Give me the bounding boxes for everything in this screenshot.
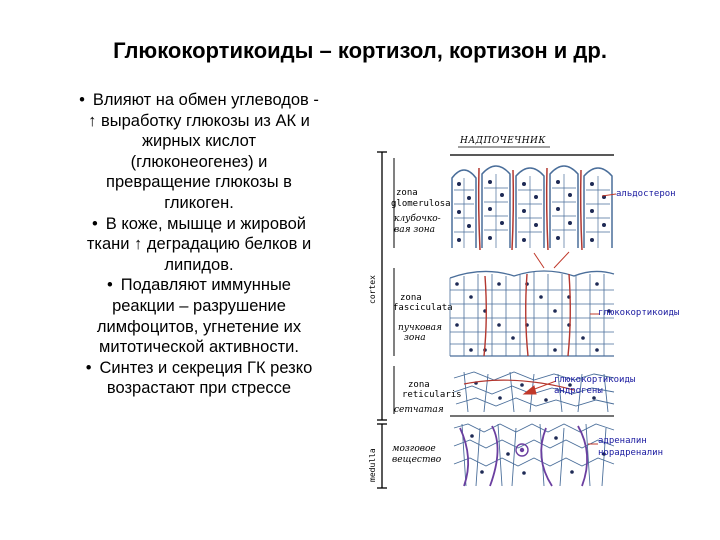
bullet-list: • Влияют на обмен углеводов - ↑ выработку… <box>40 90 358 399</box>
hormone-label: андрогены <box>554 386 603 396</box>
zone-latin: мозговое <box>392 444 436 454</box>
zone-latin: reticularis <box>402 390 462 400</box>
glomerulosa-tissue <box>451 165 613 248</box>
medulla-tissue <box>453 423 615 487</box>
cortex-bracket: cortex <box>368 151 395 421</box>
hormone-label: норадреналин <box>598 448 663 458</box>
hormone-pointers <box>522 193 617 445</box>
adrenal-diagram: НАДПОЧЕЧНИК cortex medulla zona glomerul… <box>368 136 679 489</box>
hormone-label: глюкокортикоиды <box>598 308 679 318</box>
bullet-line: Подавляют иммунные <box>120 276 291 295</box>
zone-latin: zona <box>400 293 422 303</box>
bullet-mark: • <box>92 214 98 233</box>
bullet-mark: • <box>107 276 113 295</box>
ganglion-cell-icon <box>515 443 529 457</box>
fasciculata-tissue <box>449 270 615 357</box>
zone-russian: зона <box>404 333 426 343</box>
hormone-label: альдостерон <box>616 189 676 199</box>
zone-latin: zona <box>396 188 418 198</box>
zone-russian: вая зона <box>394 225 435 235</box>
fasciculata-nuclei <box>455 282 611 352</box>
bullet-line: возрастают при стрессе <box>106 379 292 398</box>
slide-title: Глюкокортикоиды – кортизол, кортизон и д… <box>113 38 607 63</box>
bullet-line: превращение глюкозы в <box>106 173 292 192</box>
bullet-line: (глюконеогенез) и <box>130 152 268 171</box>
hormone-label: адреналин <box>598 436 647 446</box>
adrenal-histology-figure: НАДПОЧЕЧНИК cortex medulla zona glomerul… <box>364 128 698 490</box>
zone-russian: пучковая <box>398 323 442 333</box>
zone-latin: fasciculata <box>393 303 453 313</box>
bullet-line: гликоген. <box>164 193 234 212</box>
bullet-line: липидов. <box>164 255 234 274</box>
transition-arrows <box>533 251 570 269</box>
glomerulosa-vessels <box>477 167 583 251</box>
bullet-line: лимфоцитов, угнетение их <box>96 317 302 336</box>
reticularis-vessels <box>463 379 575 391</box>
fasciculata-cells <box>449 272 614 356</box>
hormone-label: глюкокортикоиды <box>554 375 635 385</box>
bullet-item: • В коже, мышце и жировой ткани ↑ деграда… <box>40 214 358 276</box>
zone-russian: клубочко- <box>394 213 441 224</box>
bullet-line: митотической активности. <box>99 338 299 357</box>
bullet-item: • Подавляют иммунные реакции – разрушение… <box>40 275 358 357</box>
bullet-line: жирных кислот <box>141 132 257 151</box>
bullet-mark: • <box>79 91 85 109</box>
bullet-mark: • <box>85 358 92 377</box>
zone-latin: glomerulosa <box>391 199 451 209</box>
bullet-line: реакции – разрушение <box>112 296 286 315</box>
medulla-nuclei <box>470 434 606 475</box>
bullet-line: В коже, мышце и жировой <box>105 214 306 233</box>
bullet-line: Синтез и секреция ГК резко <box>99 358 313 377</box>
zone-latin: zona <box>408 380 430 390</box>
bullet-item: • Влияют на обмен углеводов - ↑ выработку… <box>40 90 358 214</box>
medulla-label: medulla <box>368 448 377 482</box>
fasciculata-vessels <box>483 273 571 357</box>
glomerulosa-cells <box>454 174 610 248</box>
cortex-label: cortex <box>368 275 377 304</box>
bullet-item: • Синтез и секреция ГК резко возрастают п… <box>40 358 358 399</box>
medulla-bracket: medulla <box>368 423 387 489</box>
bullet-line: ткани ↑ деградацию белков и <box>86 235 312 254</box>
zone-latin: вещество <box>392 455 442 465</box>
medulla-vessels <box>459 425 589 487</box>
zone-russian: сетчатая <box>394 405 444 415</box>
bullet-line: Влияют на обмен углеводов - <box>92 91 319 109</box>
figure-header: НАДПОЧЕЧНИК <box>459 136 546 146</box>
bullet-line: ↑ выработку глюкозы из АК и <box>88 111 310 130</box>
